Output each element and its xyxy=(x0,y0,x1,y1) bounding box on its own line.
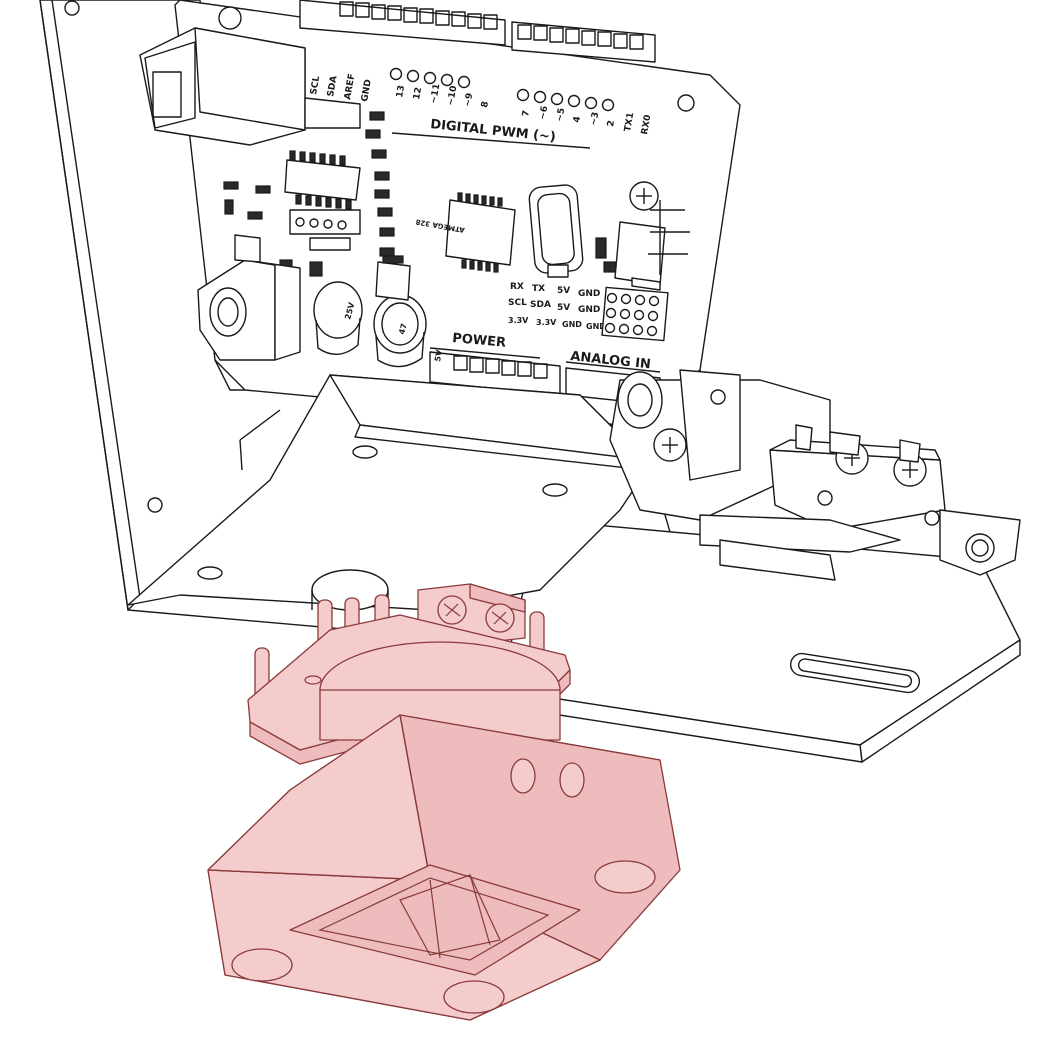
icsp-pads xyxy=(289,209,361,251)
pin-label: 13 xyxy=(395,84,407,98)
base-plate xyxy=(127,374,651,611)
header-label: 3.3V xyxy=(508,316,529,325)
pin-label: 7 xyxy=(521,110,532,118)
pin-label: AREF xyxy=(343,73,357,101)
crystal xyxy=(528,184,584,278)
highlighted-component xyxy=(207,569,681,1021)
smd-parts xyxy=(223,111,617,277)
header-label: GND xyxy=(586,322,606,331)
header-label: 5V xyxy=(557,286,570,296)
ic-chip xyxy=(284,150,361,210)
digital-header-left xyxy=(299,0,506,46)
header-label: 5V xyxy=(557,303,570,313)
pin-label: ~10 xyxy=(446,85,459,107)
capacitor-left: 25V xyxy=(313,281,363,355)
header-label: SCL xyxy=(508,298,527,308)
pin-holes xyxy=(389,67,615,112)
adjustment-slot xyxy=(789,652,921,694)
pin-label: 8 xyxy=(480,101,491,109)
pin-label: TX1 xyxy=(623,112,636,133)
header-label: RX xyxy=(510,282,524,292)
header-label: GND xyxy=(578,289,600,299)
pin-label: ~3 xyxy=(589,111,601,126)
header-label: TX xyxy=(532,284,545,294)
arduino-board: SCL SDA AREF GND 13 12 ~11 ~10 ~9 8 7 ~6… xyxy=(139,0,741,441)
header-block: RX TX 5V GND SCL SDA 5V GND 3.3V 3.3V GN… xyxy=(508,282,669,342)
power-pin-label: 5V xyxy=(433,348,444,362)
power-label: POWER xyxy=(452,331,507,351)
male-header xyxy=(614,200,690,291)
dc-jack xyxy=(197,234,301,361)
pin-label: SDA xyxy=(326,75,339,97)
microswitch-assembly xyxy=(609,369,1021,581)
top-pin-labels: SCL SDA AREF GND 13 12 ~11 ~10 ~9 8 7 ~6… xyxy=(309,73,653,136)
microcontroller: ATMEGA 328 xyxy=(415,192,516,273)
capacitor-label: 47 xyxy=(397,322,409,335)
pin-label: ~9 xyxy=(463,92,475,107)
bracket-plate xyxy=(494,519,1021,763)
voltage-regulator xyxy=(375,255,411,301)
pin-label: ~6 xyxy=(538,105,550,120)
pin-label: 2 xyxy=(606,120,617,128)
header-label: 3.3V xyxy=(536,318,557,327)
pin-label: ~11 xyxy=(429,83,442,105)
digital-header-right xyxy=(511,21,656,63)
pin-label: ~5 xyxy=(555,107,567,122)
header-label: GND xyxy=(562,320,582,329)
pin-label: GND xyxy=(360,79,374,103)
header-label: GND xyxy=(578,305,600,315)
board-screw xyxy=(629,181,659,211)
pin-label: 12 xyxy=(412,86,424,100)
header-label: SDA xyxy=(530,300,551,310)
usb-connector xyxy=(139,27,361,146)
pin-label: 4 xyxy=(572,116,583,124)
power-header: POWER 5V xyxy=(429,331,561,396)
pin-label: RX0 xyxy=(640,114,653,136)
pin-label: SCL xyxy=(309,75,322,96)
